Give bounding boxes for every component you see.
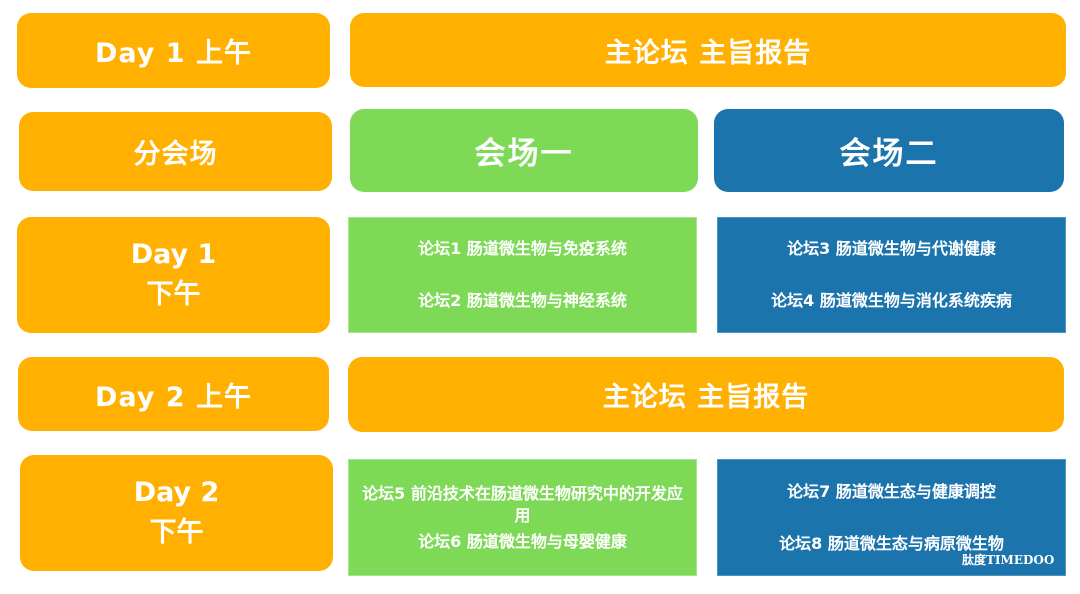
forum-item: 论坛6 肠道微生物与母婴健康: [418, 531, 627, 551]
time-slot-period: 下午: [146, 279, 201, 310]
forum-item: 论坛4 肠道微生物与消化系统疾病: [771, 291, 1012, 310]
forum-item: 论坛3 肠道微生物与代谢健康: [787, 239, 996, 258]
venue1-header: 会场一: [350, 109, 698, 192]
watermark: 肽度TIMEDOO: [962, 553, 1055, 567]
day2-main-forum: 主论坛 主旨报告: [348, 357, 1064, 432]
time-slot-text: Day 2 上午: [95, 381, 252, 413]
sub-venue-text: 分会场: [133, 139, 218, 170]
day2-afternoon-label: Day 2 下午: [20, 455, 333, 571]
sub-venue-label: 分会场: [19, 112, 332, 191]
forum-item: 论坛5 前沿技术在肠道微生物研究中的开发应用: [362, 483, 683, 525]
day1-morning-label: Day 1 上午: [17, 13, 330, 88]
forum-item: 论坛1 肠道微生物与免疫系统: [418, 239, 627, 258]
venue2-day2-forums: 论坛7 肠道微生态与健康调控 论坛8 肠道微生态与病原微生物: [717, 459, 1066, 576]
venue2-day1-forums: 论坛3 肠道微生物与代谢健康 论坛4 肠道微生物与消化系统疾病: [717, 217, 1066, 333]
venue2-header: 会场二: [714, 109, 1064, 192]
time-slot-text: Day 1 上午: [95, 38, 252, 69]
day1-afternoon-label: Day 1 下午: [17, 217, 330, 333]
forum-item: 论坛8 肠道微生态与病原微生物: [779, 533, 1004, 553]
session-title: 主论坛 主旨报告: [604, 37, 812, 69]
venue2-title: 会场二: [839, 136, 939, 172]
forum-item: 论坛7 肠道微生态与健康调控: [787, 481, 996, 501]
venue1-day1-forums: 论坛1 肠道微生物与免疫系统 论坛2 肠道微生物与神经系统: [348, 217, 697, 333]
time-slot-day: Day 1: [130, 239, 217, 270]
day1-main-forum: 主论坛 主旨报告: [350, 13, 1066, 87]
venue1-day2-forums: 论坛5 前沿技术在肠道微生物研究中的开发应用 论坛6 肠道微生物与母婴健康: [348, 459, 697, 576]
forum-item: 论坛2 肠道微生物与神经系统: [418, 291, 627, 310]
venue1-title: 会场一: [474, 136, 574, 172]
time-slot-period: 下午: [149, 517, 204, 548]
session-title: 主论坛 主旨报告: [602, 382, 810, 413]
time-slot-day: Day 2: [133, 477, 220, 508]
day2-morning-label: Day 2 上午: [18, 357, 329, 431]
